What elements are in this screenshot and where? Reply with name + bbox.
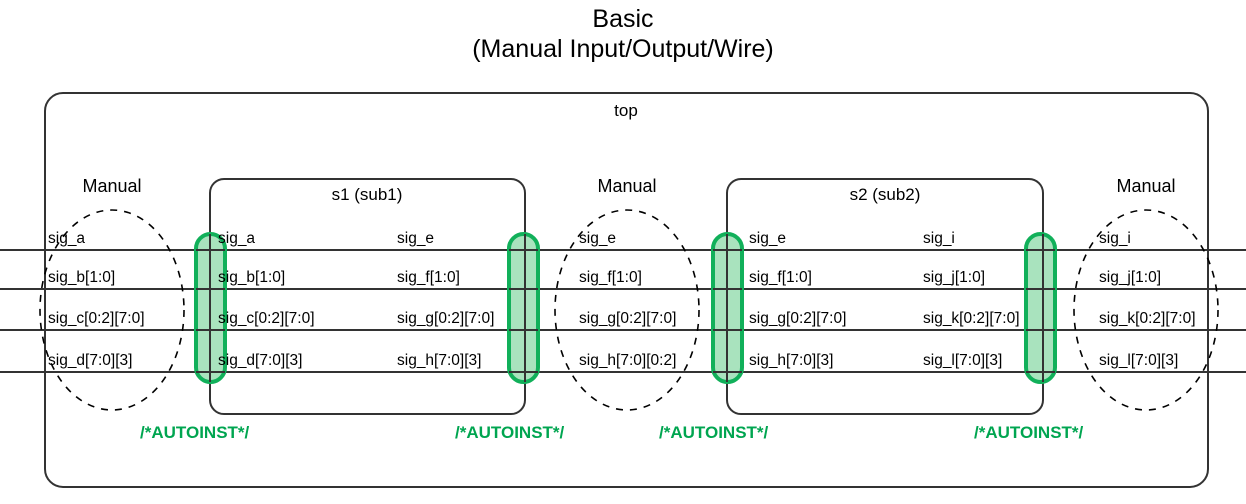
autoinst-pill-4 <box>1024 232 1057 384</box>
autoinst-label-4: /*AUTOINST*/ <box>974 423 1084 442</box>
manual-left-signal-2: sig_b[1:0] <box>48 269 116 286</box>
autoinst-label-1: /*AUTOINST*/ <box>140 423 250 442</box>
manual-ellipses <box>39 209 1219 411</box>
s2-right-port-4: sig_l[7:0][3] <box>923 352 1003 369</box>
s1-left-port-3: sig_c[0:2][7:0] <box>218 310 315 327</box>
manual-right-signal-4: sig_l[7:0][3] <box>1099 352 1179 369</box>
autoinst-label-3: /*AUTOINST*/ <box>659 423 769 442</box>
manual-label-right: Manual <box>1116 176 1176 196</box>
s2-right-port-2: sig_j[1:0] <box>923 269 986 286</box>
s2-right-port-1: sig_i <box>923 230 955 247</box>
s1-left-port-1: sig_a <box>218 230 256 247</box>
s1-right-port-3: sig_g[0:2][7:0] <box>397 310 495 327</box>
manual-ellipse-right <box>1073 209 1219 411</box>
manual-label-middle: Manual <box>597 176 657 196</box>
diagram-subtitle: (Manual Input/Output/Wire) <box>472 35 774 63</box>
s1-right-port-1: sig_e <box>397 230 435 247</box>
module-box-s1 <box>209 178 526 415</box>
wire-overlays <box>196 249 1055 373</box>
s1-left-port-4: sig_d[7:0][3] <box>218 352 303 369</box>
autoinst-pill-2 <box>507 232 540 384</box>
manual-middle-signal-3: sig_g[0:2][7:0] <box>579 310 677 327</box>
diagram-title: Basic <box>592 5 654 33</box>
s2-left-port-2: sig_f[1:0] <box>749 269 812 286</box>
manual-middle-signal-2: sig_f[1:0] <box>579 269 642 286</box>
autoinst-label-2: /*AUTOINST*/ <box>455 423 565 442</box>
manual-middle-signal-1: sig_e <box>579 230 617 247</box>
module-box-s2 <box>726 178 1044 415</box>
s2-left-port-1: sig_e <box>749 230 787 247</box>
manual-right-signal-2: sig_j[1:0] <box>1099 269 1162 286</box>
module-label-s2: s2 (sub2) <box>849 185 921 204</box>
manual-left-signal-1: sig_a <box>48 230 86 247</box>
manual-ellipse-left <box>39 209 185 411</box>
module-edge-overlays <box>209 234 1044 382</box>
manual-right-signal-3: sig_k[0:2][7:0] <box>1099 310 1196 327</box>
module-label-s1: s1 (sub1) <box>331 185 403 204</box>
manual-right-signal-1: sig_i <box>1099 230 1131 247</box>
s1-left-port-2: sig_b[1:0] <box>218 269 286 286</box>
manual-left-signal-4: sig_d[7:0][3] <box>48 352 133 369</box>
manual-label-left: Manual <box>82 176 142 196</box>
s2-left-port-3: sig_g[0:2][7:0] <box>749 310 847 327</box>
s2-left-port-4: sig_h[7:0][3] <box>749 352 834 369</box>
manual-middle-signal-4: sig_h[7:0][0:2] <box>579 352 677 369</box>
manual-left-signal-3: sig_c[0:2][7:0] <box>48 310 145 327</box>
s1-right-port-4: sig_h[7:0][3] <box>397 352 482 369</box>
s2-right-port-3: sig_k[0:2][7:0] <box>923 310 1020 327</box>
manual-ellipse-middle <box>554 209 700 411</box>
top-module-label: top <box>614 101 638 120</box>
s1-right-port-2: sig_f[1:0] <box>397 269 460 286</box>
